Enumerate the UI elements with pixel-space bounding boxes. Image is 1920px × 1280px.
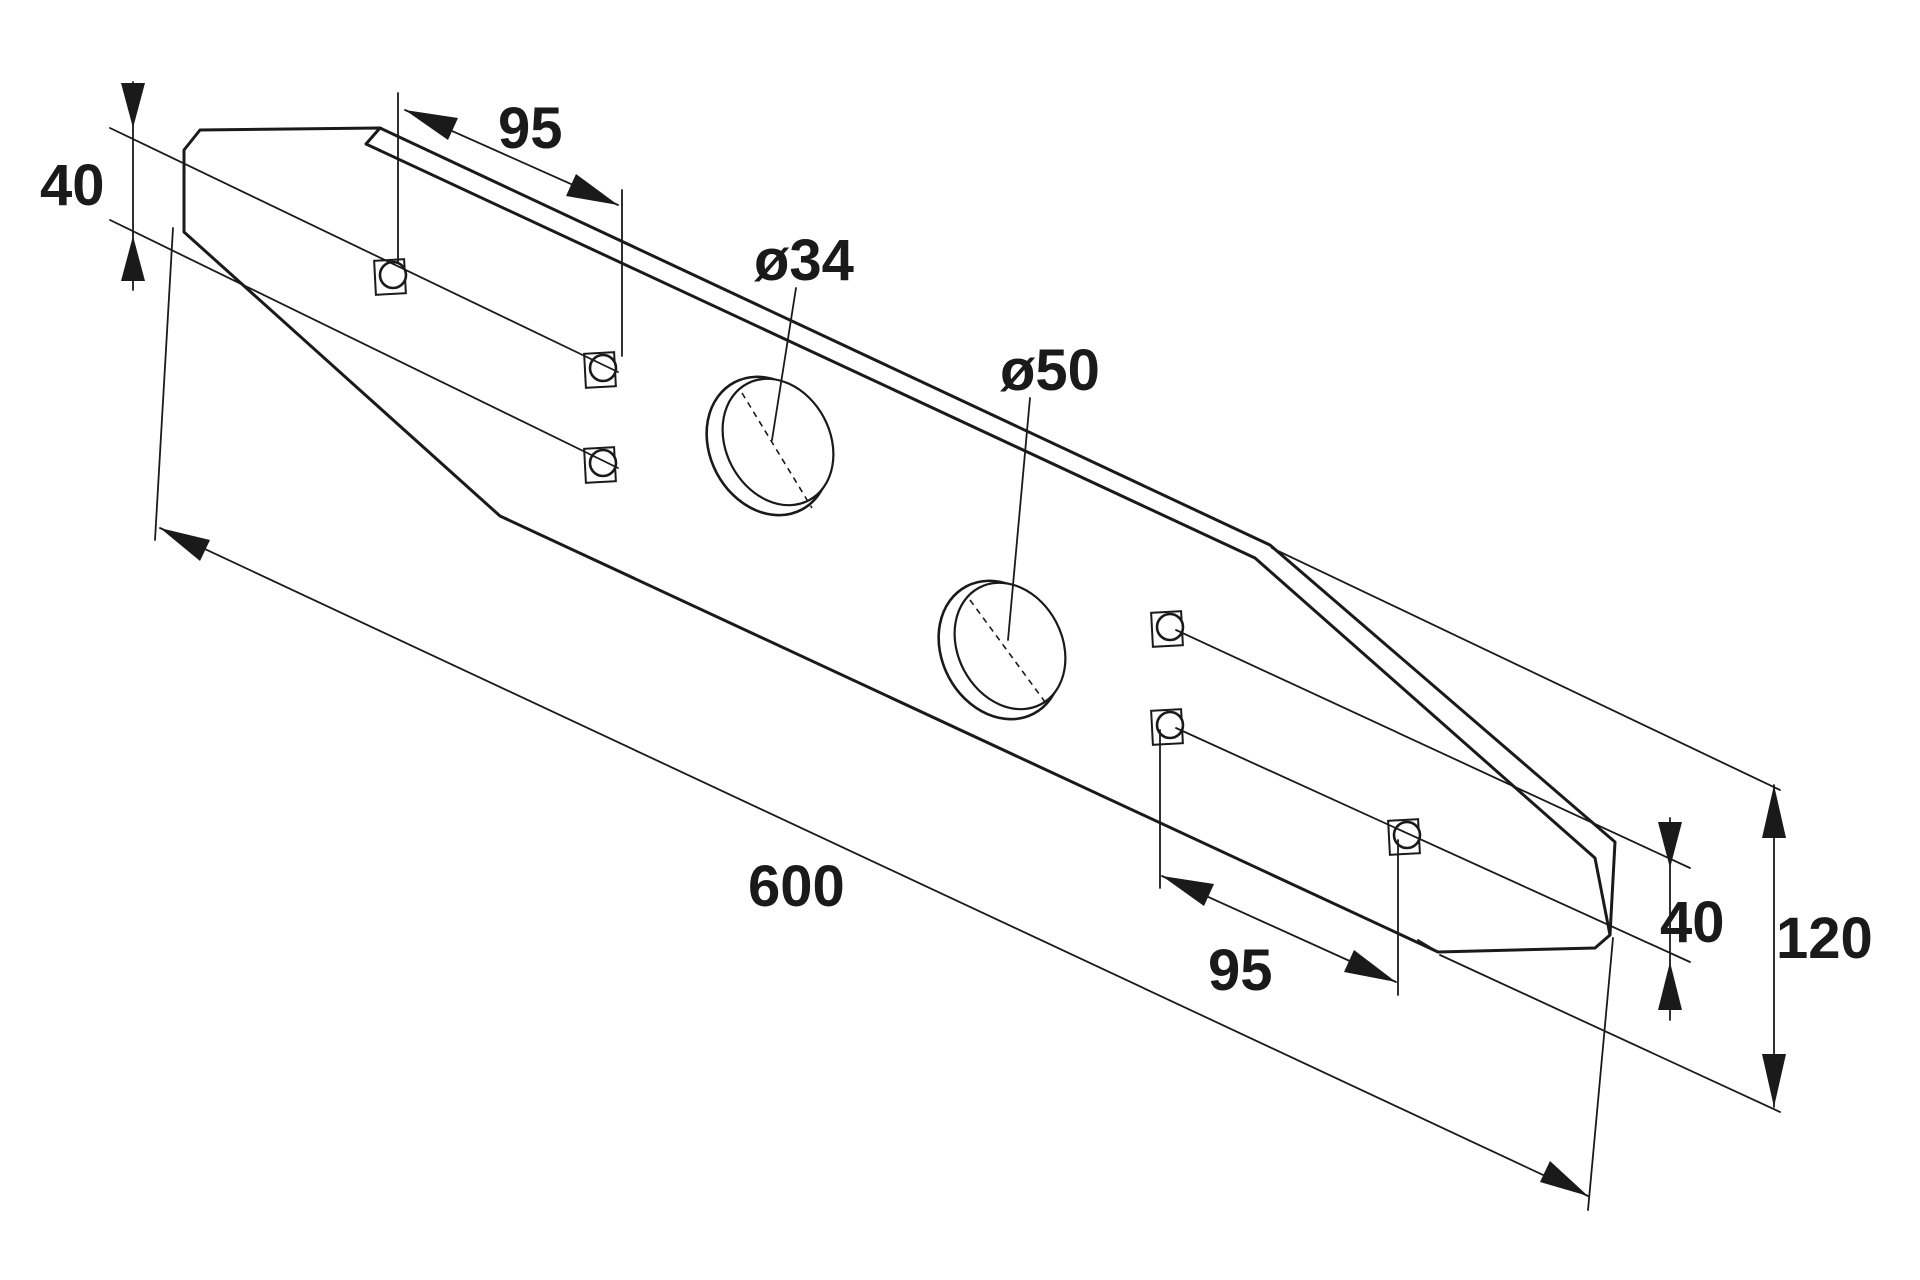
label-95-bottom: 95: [1208, 938, 1273, 1003]
dimension-95-top: [404, 109, 619, 206]
dimension-120: [1762, 784, 1786, 1108]
bolt-hole-top-right: [1150, 610, 1185, 648]
dimension-40-right: [1658, 817, 1682, 1021]
dimension-95-bottom: [1161, 875, 1397, 983]
bolt-holes: [373, 258, 1422, 856]
label-diameter-34: ø34: [754, 228, 854, 293]
diameter-leaders: [771, 287, 1031, 641]
dimension-40-left: [121, 81, 145, 291]
bolt-hole-mid-right: [1150, 708, 1185, 746]
dimension-600: [159, 527, 1589, 1197]
bolt-hole-top-left-2: [583, 351, 618, 389]
extension-lines-right: [1159, 547, 1781, 1211]
blade-outline: [182, 126, 1617, 954]
center-hole-34: [705, 375, 835, 517]
center-hole-50: [937, 579, 1067, 721]
label-40-right: 40: [1660, 890, 1725, 955]
label-600: 600: [748, 854, 845, 919]
label-diameter-50: ø50: [1000, 338, 1100, 403]
bolt-hole-top-left-1: [373, 258, 408, 296]
label-40-left: 40: [40, 153, 105, 218]
extension-lines-left: [109, 92, 623, 541]
label-120: 120: [1776, 906, 1873, 971]
label-95-top: 95: [498, 96, 563, 161]
